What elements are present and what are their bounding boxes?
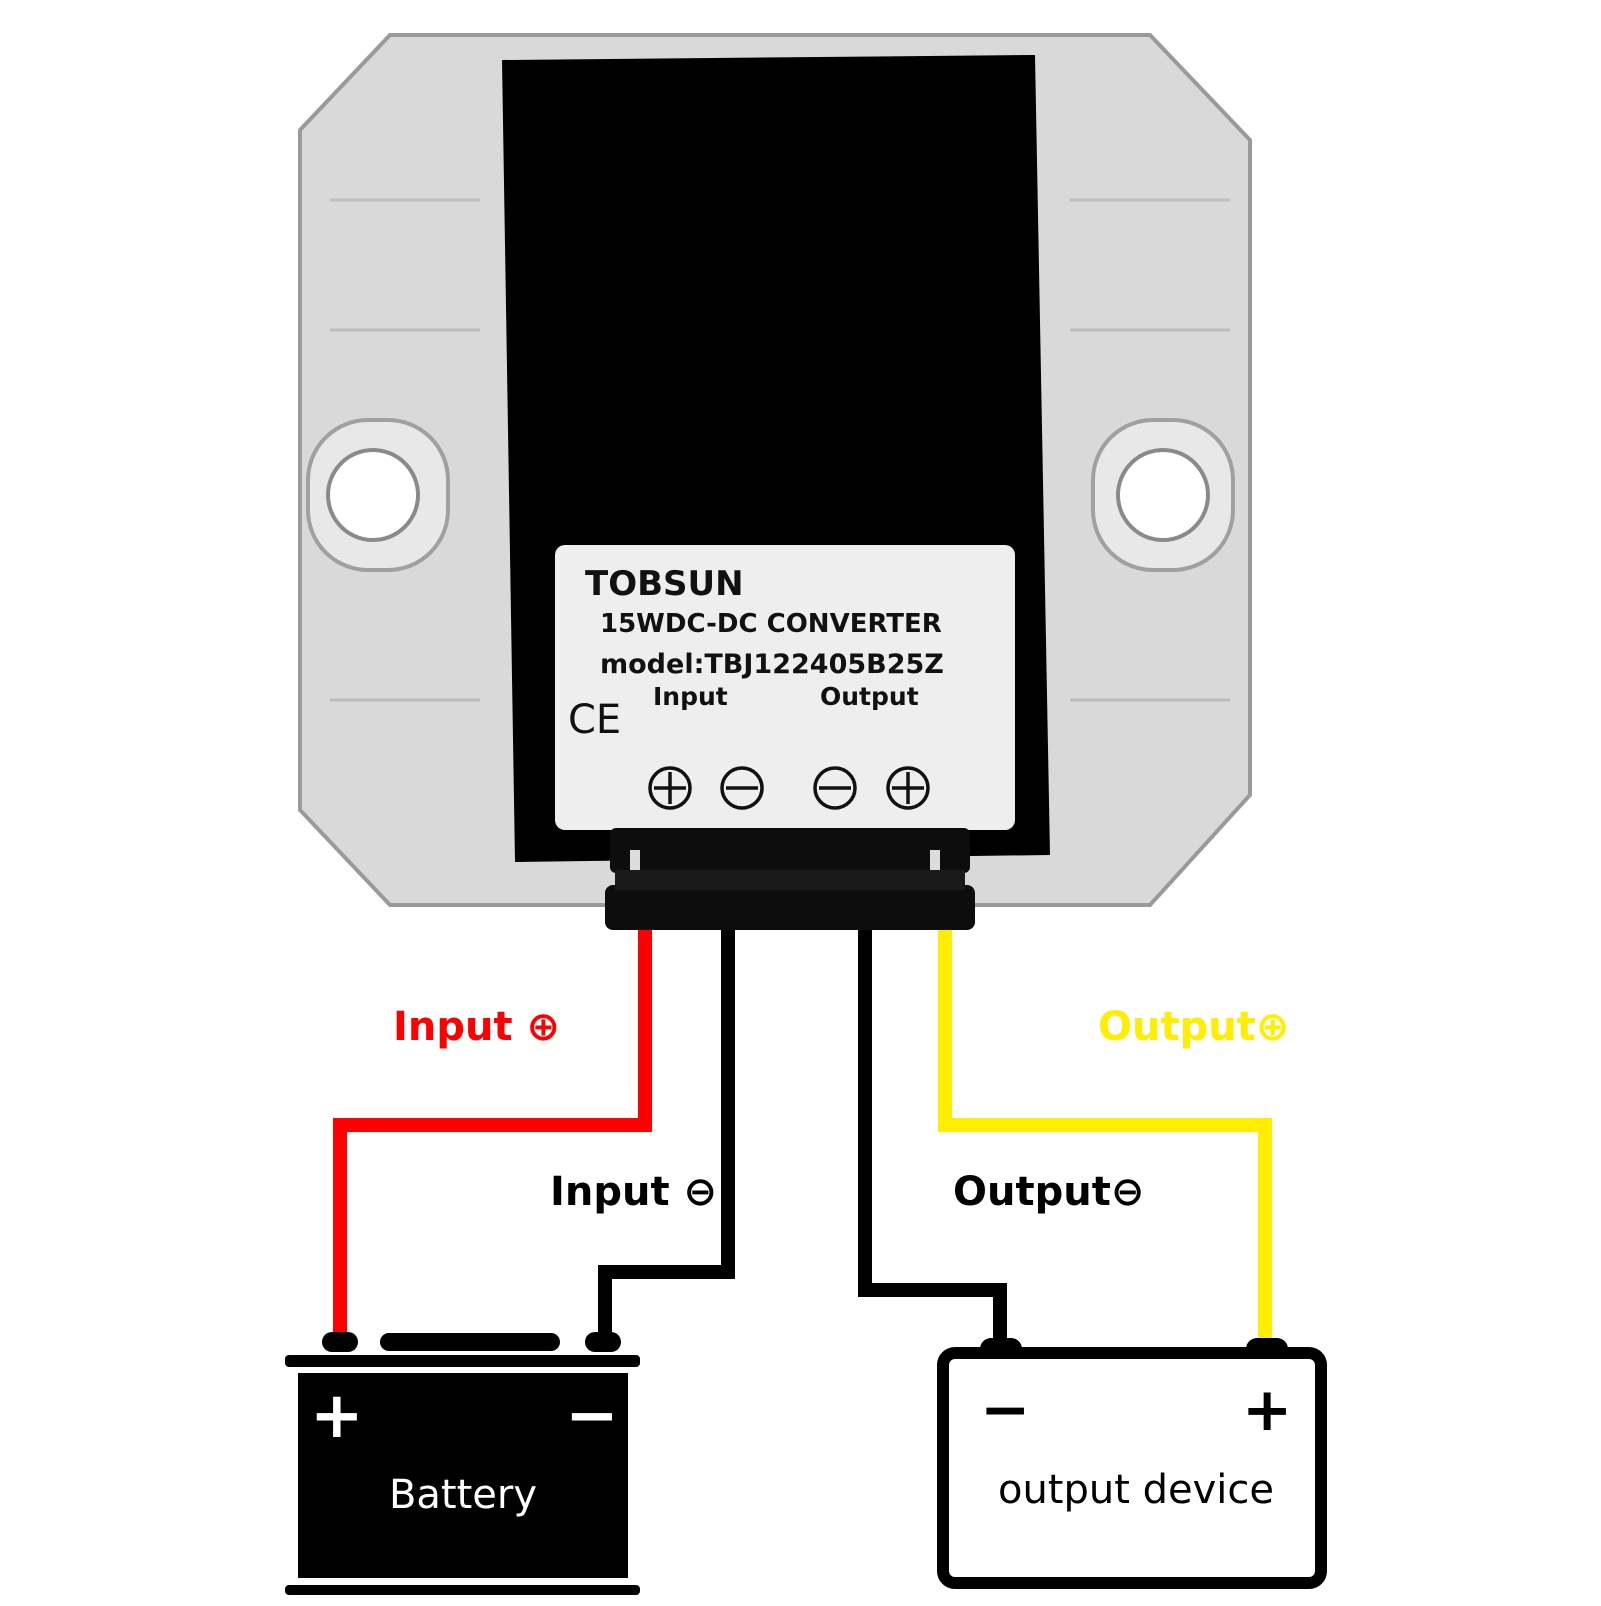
output-device: − + output device — [937, 1338, 1327, 1589]
ce-mark: CE — [568, 697, 621, 743]
battery: + − Battery — [285, 1332, 640, 1595]
terminal-symbol-output-plus-icon — [886, 766, 930, 810]
wire-output-negative — [858, 930, 1007, 1340]
wire-input-positive — [333, 930, 652, 1333]
terminal-symbol-input-minus-icon — [720, 766, 764, 810]
wire-output-positive — [938, 930, 1272, 1340]
model-number: model:TBJ122405B25Z — [600, 649, 944, 680]
wire-label-output-positive: Output⊕ — [1098, 1004, 1289, 1050]
product-name: 15WDC-DC CONVERTER — [600, 609, 942, 639]
output-device-label: output device — [998, 1467, 1274, 1513]
wire-label-output-negative: Output⊖ — [953, 1169, 1144, 1215]
terminal-output-label: Output — [820, 682, 919, 711]
wire-label-input-positive: Input ⊕ — [393, 1004, 560, 1050]
wire-label-input-negative: Input ⊖ — [550, 1169, 717, 1215]
brand-name: TOBSUN — [585, 564, 744, 604]
housing-ribs — [330, 198, 1230, 702]
battery-terminal-positive — [322, 1332, 358, 1352]
battery-plus-sign: + — [310, 1379, 364, 1453]
wires — [333, 930, 1272, 1340]
converter-module: TOBSUN 15WDC-DC CONVERTER model:TBJ12240… — [298, 33, 1252, 930]
product-label — [555, 545, 1015, 830]
terminal-input-label: Input — [653, 682, 728, 711]
terminal-symbol-output-minus-icon — [813, 766, 857, 810]
cable-gland — [605, 828, 975, 930]
wire-input-negative — [598, 930, 735, 1333]
battery-top-bar — [380, 1333, 560, 1351]
battery-terminal-negative — [585, 1332, 621, 1352]
output-plus-sign: + — [1242, 1375, 1292, 1445]
output-device-body — [937, 1347, 1327, 1589]
battery-base — [285, 1585, 640, 1595]
battery-lid — [285, 1355, 640, 1367]
mounting-hole-right — [1091, 418, 1235, 572]
terminal-symbol-input-plus-icon — [648, 766, 692, 810]
battery-body — [298, 1373, 628, 1578]
battery-label: Battery — [389, 1472, 537, 1518]
output-minus-sign: − — [980, 1375, 1030, 1445]
battery-minus-sign: − — [565, 1379, 619, 1453]
mounting-hole-left — [306, 418, 450, 572]
